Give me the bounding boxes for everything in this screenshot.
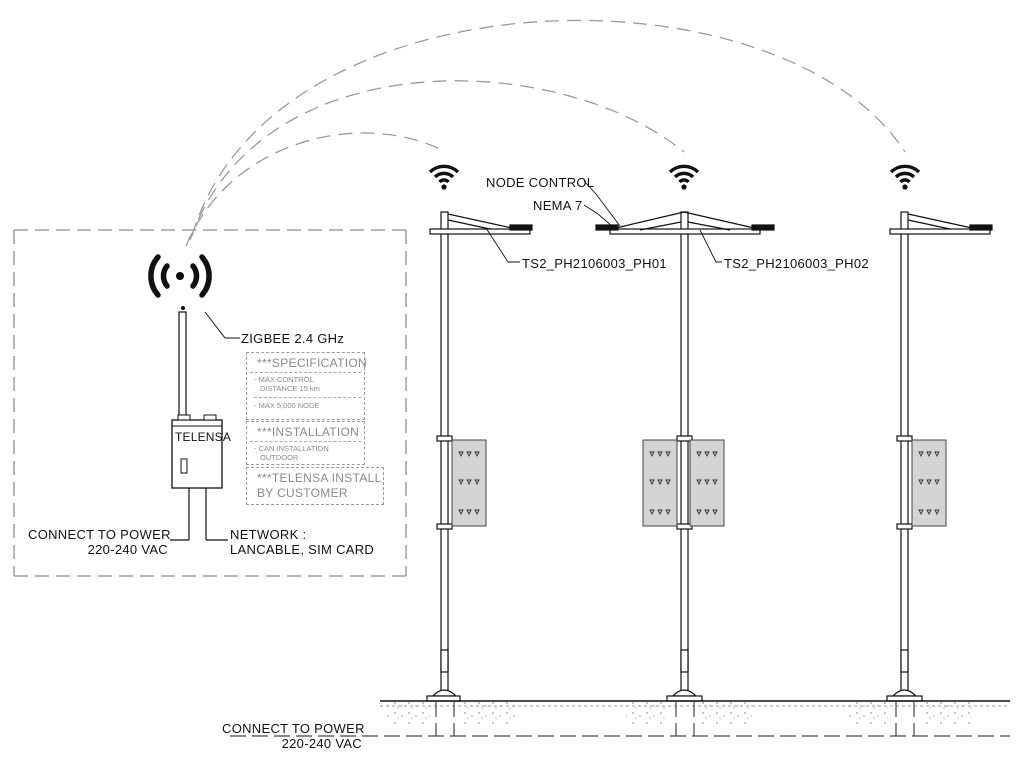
installation-box: ***INSTALLATION - CAN INSTALLATION OUTDO… <box>246 421 365 465</box>
network-label: NETWORK : LANCABLE, SIM CARD <box>230 527 375 557</box>
gateway-device <box>170 306 228 541</box>
nema-label: NEMA 7 <box>533 198 583 213</box>
node-control-label: NODE CONTROL <box>486 175 595 190</box>
specification-box: ***SPECIFICATION - MAX CONTROL DISTANCE … <box>246 352 367 420</box>
banner <box>911 439 947 527</box>
pole1-code-label: TS2_PH2106003_PH01 <box>522 256 667 271</box>
ground-power-label: CONNECT TO POWER 220-240 VAC <box>222 721 365 751</box>
wifi-icon <box>428 164 460 192</box>
street-light-pole-3 <box>886 211 993 702</box>
banner <box>642 439 678 527</box>
wifi-icon <box>889 164 921 192</box>
wireless-broadcast-icon <box>148 254 212 298</box>
wifi-icon <box>668 164 700 192</box>
street-light-pole-2 <box>595 211 775 702</box>
pole2-code-label: TS2_PH2106003_PH02 <box>724 256 869 271</box>
banner <box>451 439 487 527</box>
gateway-power-label: CONNECT TO POWER 220-240 VAC <box>28 527 171 557</box>
street-light-pole-1 <box>426 211 533 702</box>
zigbee-leader <box>204 311 240 339</box>
banner <box>689 439 725 527</box>
radio-links <box>185 19 906 247</box>
install-heading: ***INSTALLATION <box>257 425 360 439</box>
ground-soil <box>380 700 1010 725</box>
annotation-leaders <box>485 180 722 263</box>
underground-power-line <box>230 701 1010 737</box>
device-label: TELENSA <box>175 430 232 444</box>
gateway-enclosure <box>13 229 407 577</box>
zigbee-label: ZIGBEE 2.4 GHz <box>241 331 345 346</box>
telensa-install-box: ***TELENSA INSTALL BY CUSTOMER <box>246 467 384 505</box>
spec-heading: ***SPECIFICATION <box>257 356 367 370</box>
